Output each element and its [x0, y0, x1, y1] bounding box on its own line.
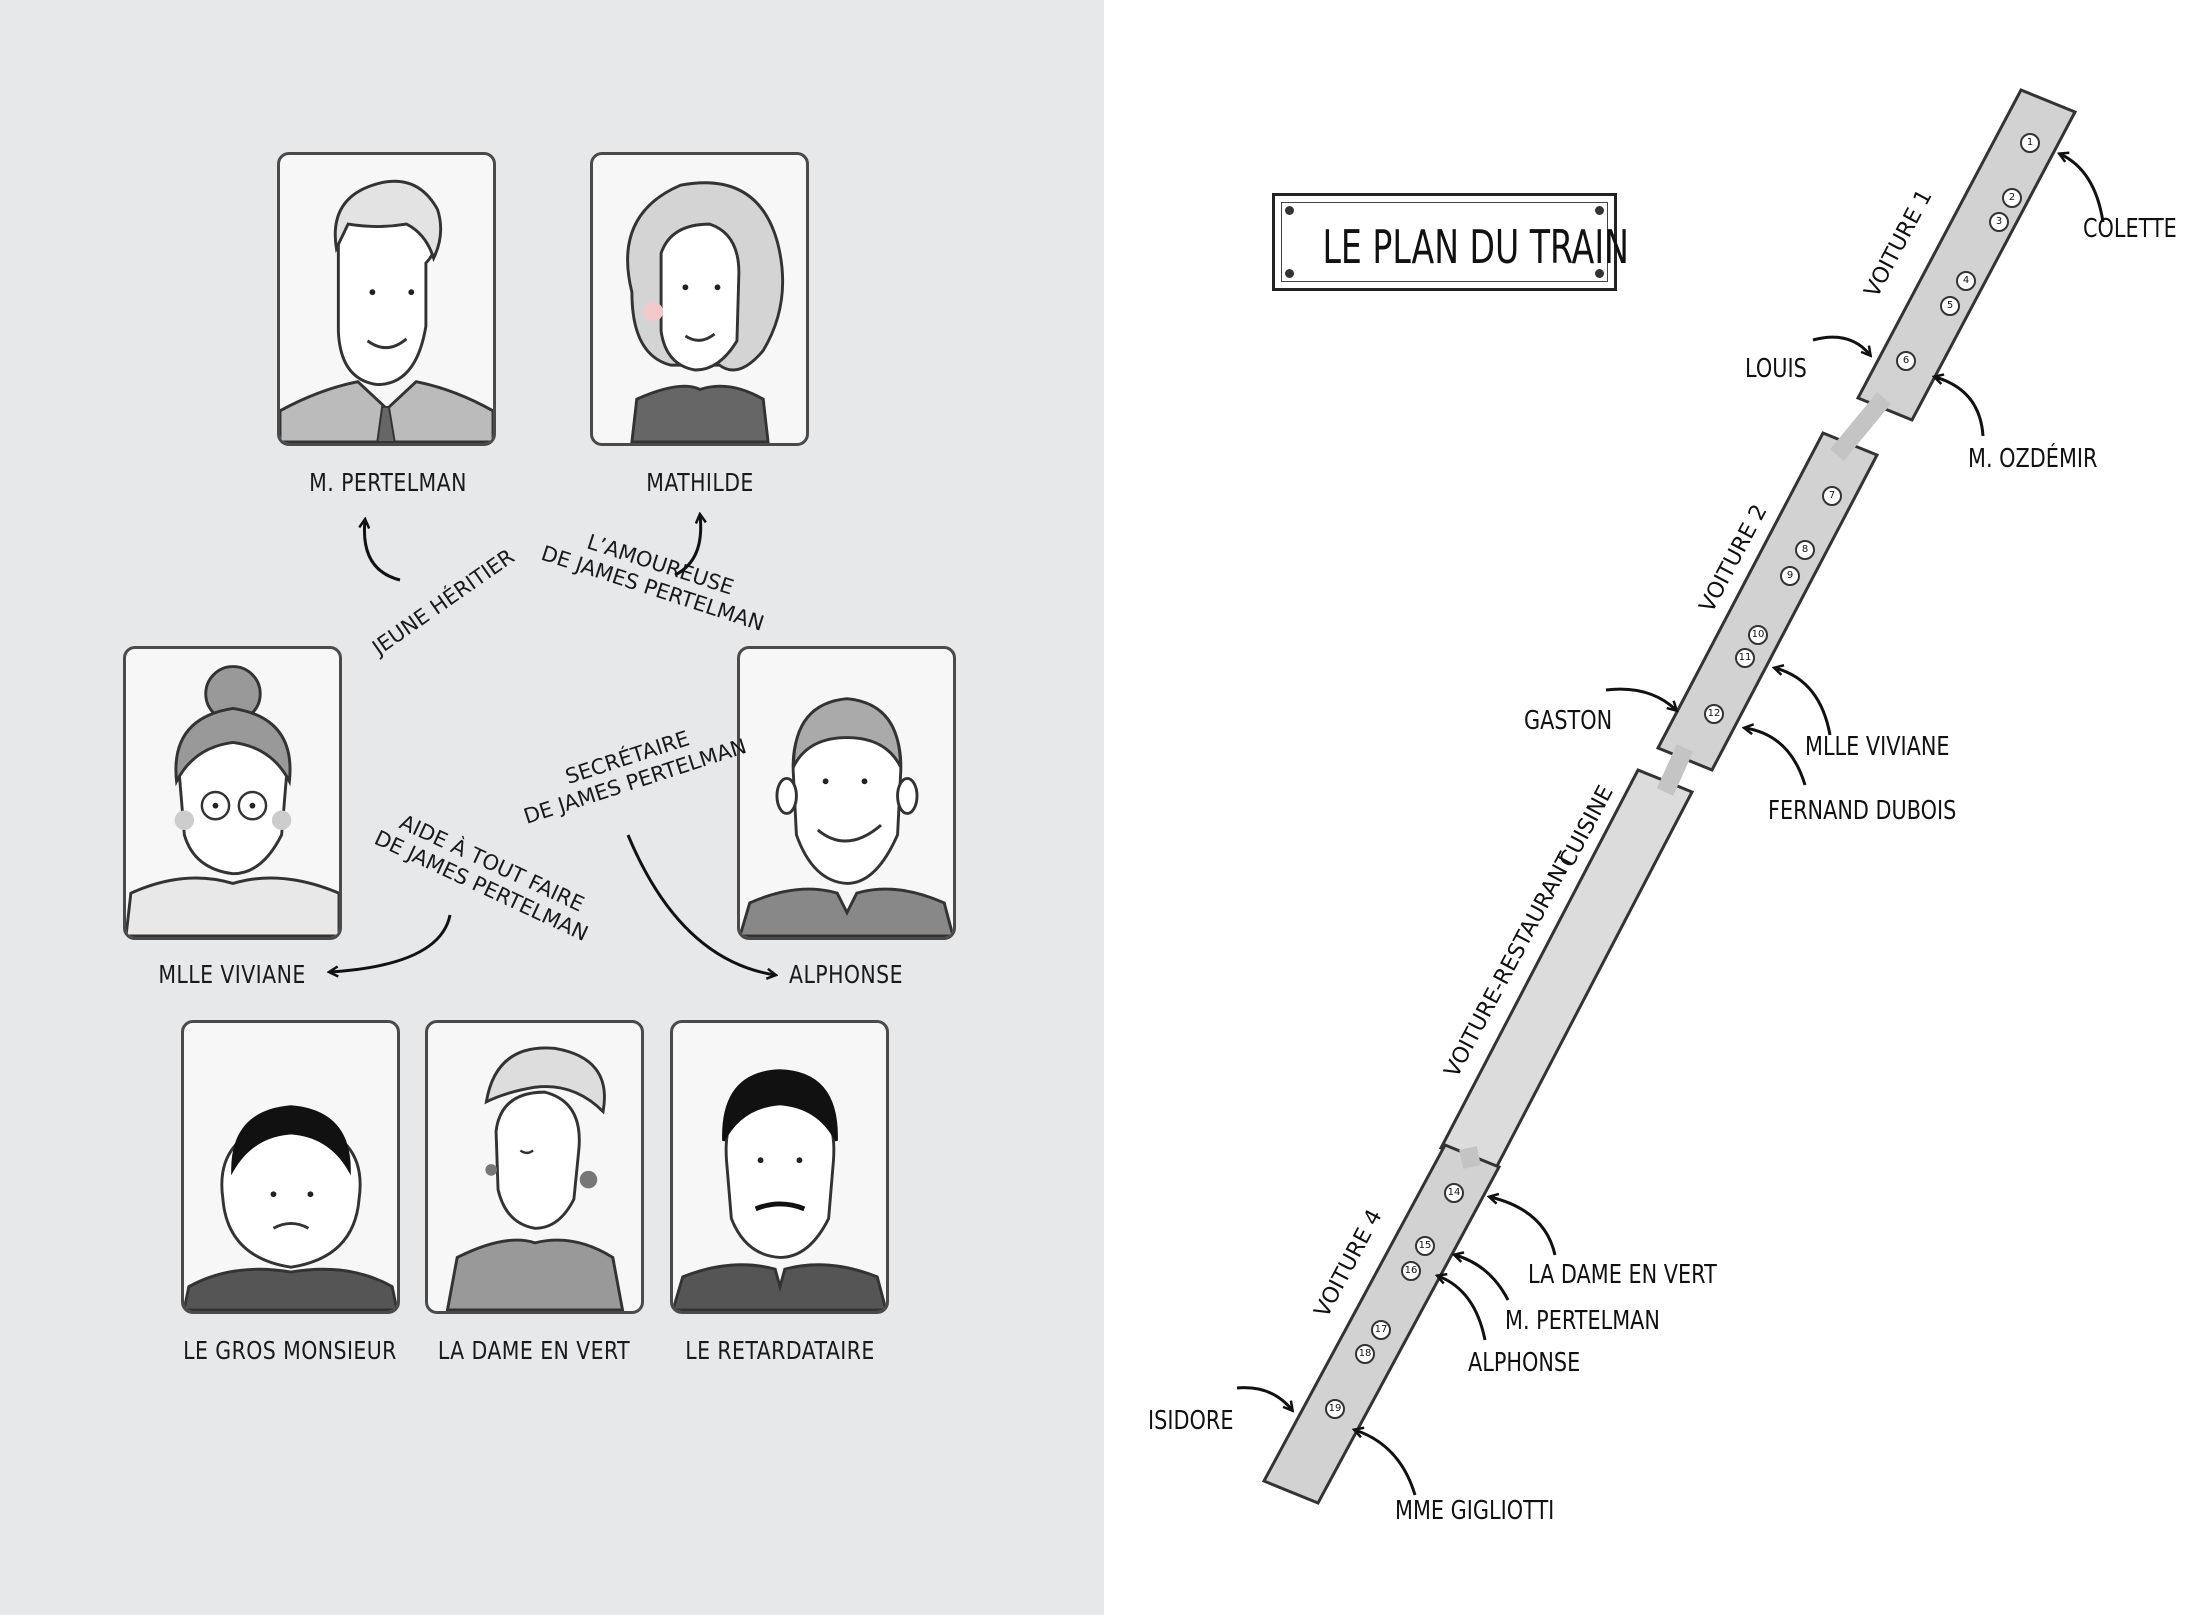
arrow-secretaire: [626, 834, 775, 975]
passenger-pertelman: M. PERTELMAN: [1505, 1306, 1660, 1336]
portrait-pertelman: [277, 152, 496, 446]
arrow-colette: [2060, 154, 2105, 223]
compartment-number: 5: [1946, 300, 1954, 311]
compartment-number: 1: [2026, 137, 2034, 148]
passenger-viviane: MLLE VIVIANE: [1805, 732, 1950, 762]
portrait-mathilde: [590, 152, 809, 446]
passenger-colette: COLETTE: [2083, 214, 2177, 244]
compartment-markers: [1325, 133, 2040, 1419]
arrow-gaston: [1605, 687, 1676, 710]
arrow-pertelman: [1455, 1255, 1510, 1301]
screw-icon: [1285, 269, 1294, 278]
name-viviane: MLLE VIVIANE: [158, 960, 306, 989]
passenger-ozdemir: M. OZDÉMIR: [1968, 444, 2098, 474]
passenger-gaston: GASTON: [1524, 706, 1613, 736]
train-plan-title-plate: LE PLAN DU TRAIN: [1272, 193, 1629, 291]
portrait-dame-en-vert: [425, 1020, 644, 1314]
compartment-number: 16: [1404, 1265, 1418, 1276]
compartment-number: 10: [1751, 629, 1765, 640]
passenger-gigliotti: MME GIGLIOTTI: [1395, 1496, 1555, 1526]
portrait-alphonse: [737, 646, 956, 940]
compartment-number: 11: [1738, 652, 1752, 663]
train-car-1: [1855, 88, 2078, 422]
train-car-kitchen: [1438, 768, 1695, 1172]
screw-icon: [1595, 269, 1604, 278]
arrow-fernand: [1745, 728, 1807, 786]
passenger-fernand: FERNAND DUBOIS: [1768, 796, 1957, 826]
portrait-retardataire: [670, 1020, 889, 1314]
passenger-louis: LOUIS: [1745, 354, 1807, 384]
compartment-number: 2: [2008, 192, 2016, 203]
arrow-isidore: [1236, 1386, 1292, 1410]
name-alphonse: ALPHONSE: [789, 960, 903, 989]
name-mathilde: MATHILDE: [646, 468, 754, 497]
compartment-number: 18: [1358, 1348, 1372, 1359]
screw-icon: [1595, 206, 1604, 215]
arrow-aide: [330, 914, 452, 972]
name-pertelman: M. PERTELMAN: [309, 468, 467, 497]
compartment-number: 19: [1328, 1403, 1342, 1414]
compartment-number: 7: [1828, 490, 1836, 501]
compartment-number: 14: [1447, 1187, 1461, 1198]
compartment-number: 17: [1374, 1324, 1388, 1335]
arrow-dame-en-vert: [1490, 1197, 1557, 1256]
compartment-number: 15: [1418, 1240, 1432, 1251]
compartment-number: 4: [1962, 275, 1970, 286]
arrow-viviane: [1775, 668, 1832, 736]
compartment-number: 9: [1786, 570, 1794, 581]
portrait-viviane: [123, 646, 342, 940]
name-retardataire: LE RETARDATAIRE: [685, 1336, 875, 1365]
passenger-isidore: ISIDORE: [1148, 1406, 1234, 1436]
compartment-number: 12: [1707, 708, 1721, 719]
arrow-heritier: [364, 520, 401, 582]
portrait-gros-monsieur: [181, 1020, 400, 1314]
name-gros-monsieur: LE GROS MONSIEUR: [183, 1336, 397, 1365]
compartment-number: 3: [1995, 216, 2003, 227]
name-dame-en-vert: LA DAME EN VERT: [437, 1336, 631, 1365]
arrow-amoureuse: [674, 515, 701, 577]
passenger-alphonse: ALPHONSE: [1468, 1348, 1581, 1378]
arrow-louis: [1812, 335, 1870, 355]
arrow-gigliotti: [1355, 1430, 1417, 1496]
compartment-number: 8: [1801, 544, 1809, 555]
screw-icon: [1285, 206, 1294, 215]
compartment-number: 6: [1902, 355, 1910, 366]
train-plan-title: LE PLAN DU TRAIN: [1322, 220, 1629, 274]
arrow-ozdemir: [1935, 377, 1985, 437]
arrow-alphonse: [1438, 1276, 1487, 1341]
passenger-dame-en-vert: LA DAME EN VERT: [1528, 1260, 1717, 1290]
plate-border: [1281, 202, 1608, 282]
train-car-2: [1655, 431, 1880, 772]
